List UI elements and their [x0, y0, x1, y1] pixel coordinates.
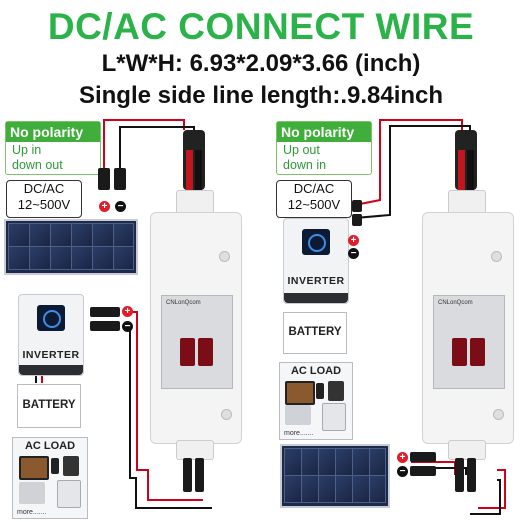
right-battery-box: BATTERY [283, 312, 347, 354]
right-acload-label: AC LOAD [290, 365, 342, 377]
right-breaker-switch-1 [452, 338, 467, 366]
right-inverter-connector-minus [352, 214, 362, 226]
line-length-spec: Single side line length:.9.84inch [78, 82, 444, 109]
right-inverter-label: INVERTER [287, 275, 345, 287]
left-panel-connector-plus [98, 168, 110, 190]
page-title: DC/AC CONNECT WIRE [47, 6, 475, 47]
right-breaker-enclosure: CNLonQcom [422, 212, 514, 444]
left-breaker-window: CNLonQcom [161, 295, 233, 389]
right-inverter-connector-plus [352, 200, 362, 212]
right-panel-connector-minus [410, 466, 436, 476]
right-voltage-line2: 12~500V [287, 197, 341, 212]
left-panel-connector-minus [114, 168, 126, 190]
right-acload-box: AC LOAD more....... [279, 362, 353, 440]
left-black-wire-top [119, 126, 195, 172]
left-polarity-note: No polarity Up in down out [5, 121, 101, 175]
right-inverter-screen [302, 229, 330, 255]
left-tablet-icon [63, 456, 79, 476]
dimensions-spec: L*W*H: 6.93*2.09*3.66 (inch) [101, 50, 421, 77]
left-solar-panel [4, 219, 138, 275]
right-voltage-line1: DC/AC [293, 181, 335, 196]
right-breaker-screw-bottom [493, 409, 504, 420]
left-battery-box: BATTERY [17, 384, 81, 428]
left-acload-box: AC LOAD more....... [12, 437, 88, 519]
right-inverter: INVERTER [283, 218, 349, 304]
right-breaker-window: CNLonQcom [433, 295, 505, 389]
left-breaker-enclosure: CNLonQcom [150, 212, 242, 444]
right-bottom-gland [448, 440, 486, 460]
right-red-wire-top [354, 119, 463, 206]
left-bottom-connectors [183, 458, 205, 498]
right-red-wire-low [478, 469, 506, 509]
left-inverter-connector-minus [90, 321, 120, 331]
right-polarity-note: No polarity Up out down in [276, 121, 372, 175]
left-tv-icon [19, 456, 49, 480]
left-more-label: more....... [17, 509, 47, 516]
right-tv-icon [285, 381, 315, 405]
right-appliance-icon [285, 405, 311, 425]
right-polarity-title: No polarity [277, 122, 371, 142]
right-black-wire-top [354, 125, 471, 219]
left-battery-label: BATTERY [22, 399, 76, 411]
left-breaker-brand: CNLonQcom [166, 300, 201, 306]
right-inverter-plus-symbol: + [348, 235, 359, 246]
left-breaker-switch-2 [198, 338, 213, 366]
left-inverter-screen [37, 305, 65, 331]
left-red-wire-top [103, 119, 185, 175]
left-appliance-icon [19, 482, 45, 504]
left-acload-label: AC LOAD [24, 440, 76, 452]
right-voltage-badge: DC/AC 12~500V [276, 180, 352, 218]
right-panel-minus-symbol: − [397, 466, 408, 477]
left-washer-icon [57, 480, 81, 508]
right-top-gland [448, 190, 486, 216]
right-battery-label: BATTERY [288, 326, 342, 338]
right-panel-plus-symbol: + [397, 452, 408, 463]
right-breaker-brand: CNLonQcom [438, 300, 473, 306]
left-minus-symbol: − [115, 201, 126, 212]
left-inverter-plus-symbol: + [122, 306, 133, 317]
right-polarity-line1: Up out [283, 143, 320, 157]
right-bottom-connectors [455, 458, 477, 498]
right-tablet-icon [328, 381, 344, 401]
right-breaker-screw-top [491, 251, 502, 262]
left-red-wire-mid [127, 311, 203, 501]
right-washer-icon [322, 403, 346, 431]
right-inverter-minus-symbol: − [348, 248, 359, 259]
left-inverter-connector-plus [90, 307, 120, 317]
left-bottom-gland [176, 440, 214, 460]
right-top-cable [455, 130, 477, 190]
right-more-label: more....... [284, 430, 314, 437]
left-polarity-line2: down out [12, 158, 63, 172]
right-black-wire-low [470, 479, 501, 515]
left-inverter: INVERTER [18, 294, 84, 376]
left-polarity-title: No polarity [6, 122, 100, 142]
left-plus-symbol: + [99, 201, 110, 212]
left-breaker-screw-top [219, 251, 230, 262]
left-polarity-line1: Up in [12, 143, 42, 157]
left-top-cable [183, 130, 205, 190]
right-panel-connector-plus [410, 452, 436, 462]
right-solar-panel [280, 444, 390, 508]
left-breaker-screw-bottom [221, 409, 232, 420]
right-polarity-line2: down in [283, 158, 327, 172]
left-voltage-line1: DC/AC [23, 181, 65, 196]
left-phone-icon [51, 458, 59, 474]
left-voltage-line2: 12~500V [17, 197, 71, 212]
left-voltage-badge: DC/AC 12~500V [6, 180, 82, 218]
right-breaker-switch-2 [470, 338, 485, 366]
left-inverter-minus-symbol: − [122, 321, 133, 332]
right-phone-icon [316, 383, 324, 399]
left-breaker-switch-1 [180, 338, 195, 366]
left-inverter-label: INVERTER [22, 349, 80, 361]
